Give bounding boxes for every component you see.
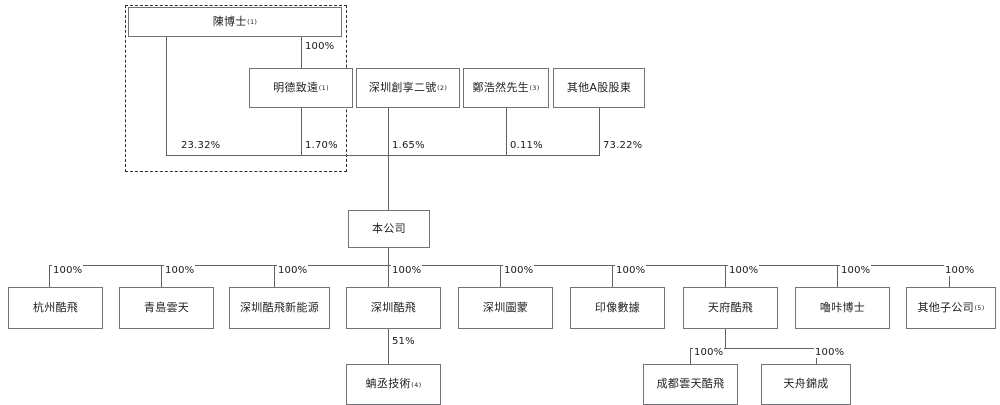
line-drop-luka xyxy=(837,265,838,287)
node-luka-boshi: 嚕咔博士 xyxy=(795,287,890,329)
node-mingde-zhiyuan-label: 明德致遠 xyxy=(273,80,319,94)
node-qingdao-yuntian-label: 青島雲天 xyxy=(143,300,190,314)
node-other-subsidiaries-label: 其他子公司 xyxy=(917,300,974,314)
pct-company-to-qingdao: 100% xyxy=(164,265,196,276)
pct-sz-kufei-to-yancheng: 51% xyxy=(391,336,416,347)
node-tianzhou-jincheng: 天舟錦成 xyxy=(761,364,851,405)
node-shenzhen-chuangxiang-two: 深圳創享二號(2) xyxy=(356,68,460,108)
pct-mingde-to-company: 1.70% xyxy=(304,140,339,151)
line-tianfu-stem xyxy=(725,329,726,348)
pct-zheng-to-company: 0.11% xyxy=(509,140,544,151)
node-hangzhou-kufei: 杭州酷飛 xyxy=(8,287,103,329)
line-tianfu-bus xyxy=(690,348,816,349)
line-drop-sz-kufei xyxy=(388,265,389,287)
line-drop-qingdao xyxy=(161,265,162,287)
pct-tianfu-to-tianzhou: 100% xyxy=(814,347,846,358)
node-qingdao-yuntian: 青島雲天 xyxy=(119,287,214,329)
node-chengdu-yuntian-kufei: 成都雲天酷飛 xyxy=(643,364,738,405)
line-drop-chengdu xyxy=(690,348,691,364)
node-hangzhou-kufei-label: 杭州酷飛 xyxy=(32,300,79,314)
pct-tianfu-to-chengdu: 100% xyxy=(693,347,725,358)
line-chen-to-mingde xyxy=(301,37,302,68)
node-yancheng-jishu: 蚺丞技術(4) xyxy=(346,364,441,405)
pct-company-to-yinxiang: 100% xyxy=(615,265,647,276)
pct-company-to-tumeng: 100% xyxy=(503,265,535,276)
node-shenzhen-chuangxiang-two-label: 深圳創享二號 xyxy=(368,80,437,94)
node-shenzhen-kufei-label: 深圳酷飛 xyxy=(370,300,417,314)
pct-company-to-luka: 100% xyxy=(840,265,872,276)
node-zheng-haoran-label: 鄭浩然先生 xyxy=(472,80,529,94)
node-mingde-zhiyuan: 明德致遠(1) xyxy=(249,68,353,108)
node-shenzhen-tumeng-label: 深圳圖蒙 xyxy=(482,300,529,314)
line-company-to-sub-bus xyxy=(388,248,389,265)
line-shareholder-bus xyxy=(166,155,600,156)
pct-company-to-sz-kufei: 100% xyxy=(391,265,423,276)
line-mingde-drop xyxy=(301,108,302,155)
pct-other-a-to-company: 73.22% xyxy=(602,140,644,151)
node-shenzhen-tumeng: 深圳圖蒙 xyxy=(458,287,553,329)
line-bus-to-company xyxy=(388,155,389,210)
line-chen-direct-leg xyxy=(166,37,167,155)
line-drop-sz-new-energy xyxy=(274,265,275,287)
node-luka-boshi-label: 嚕咔博士 xyxy=(819,300,866,314)
pct-chen-to-company: 23.32% xyxy=(180,140,222,151)
node-other-a-shareholders-label: 其他A股股東 xyxy=(566,80,632,94)
line-drop-hangzhou xyxy=(49,265,50,287)
node-shenzhen-kufei-new-energy-label: 深圳酷飛新能源 xyxy=(239,300,320,314)
line-chuangxiang-drop xyxy=(388,108,389,155)
line-drop-tumeng xyxy=(500,265,501,287)
line-drop-other-subs xyxy=(949,265,950,287)
node-shenzhen-kufei: 深圳酷飛 xyxy=(346,287,441,329)
node-company: 本公司 xyxy=(348,210,430,248)
node-shenzhen-kufei-new-energy: 深圳酷飛新能源 xyxy=(229,287,330,329)
node-chen-doctor: 陳博士(1) xyxy=(128,7,342,37)
line-sz-kufei-to-yancheng xyxy=(388,329,389,364)
pct-company-to-other-subs: 100% xyxy=(944,265,976,276)
node-chengdu-yuntian-kufei-label: 成都雲天酷飛 xyxy=(656,377,725,391)
pct-chuangxiang-to-company: 1.65% xyxy=(391,140,426,151)
line-other-a-drop xyxy=(599,108,600,155)
pct-company-to-sz-new-energy: 100% xyxy=(277,265,309,276)
node-yinxiang-shuju: 印像數據 xyxy=(570,287,665,329)
node-tianfu-kufei: 天府酷飛 xyxy=(683,287,778,329)
line-zheng-drop xyxy=(506,108,507,155)
node-other-a-shareholders: 其他A股股東 xyxy=(553,68,645,108)
node-yancheng-jishu-label: 蚺丞技術 xyxy=(365,377,411,391)
node-company-label: 本公司 xyxy=(372,221,406,235)
pct-chen-to-mingde: 100% xyxy=(304,41,336,52)
node-chen-doctor-label: 陳博士 xyxy=(212,14,247,28)
pct-company-to-hangzhou: 100% xyxy=(52,265,84,276)
node-other-subsidiaries: 其他子公司(5) xyxy=(906,287,996,329)
pct-company-to-tianfu: 100% xyxy=(728,265,760,276)
node-zheng-haoran: 鄭浩然先生(3) xyxy=(463,68,549,108)
line-subsidiary-bus xyxy=(49,265,949,266)
node-yinxiang-shuju-label: 印像數據 xyxy=(594,300,641,314)
node-tianzhou-jincheng-label: 天舟錦成 xyxy=(783,377,829,391)
line-drop-tianfu xyxy=(725,265,726,287)
node-tianfu-kufei-label: 天府酷飛 xyxy=(707,300,754,314)
line-drop-yinxiang xyxy=(612,265,613,287)
